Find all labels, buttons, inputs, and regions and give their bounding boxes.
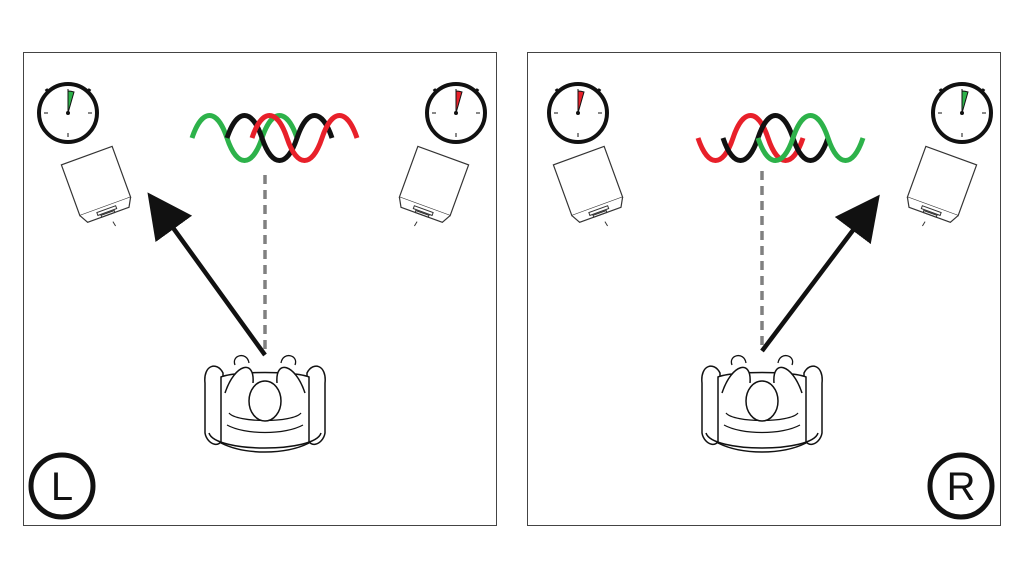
- speaker-icon: [60, 145, 132, 227]
- sine-waves-icon: [189, 113, 360, 163]
- speaker-icon: [906, 145, 978, 227]
- panel-label: R: [927, 452, 995, 520]
- panel-left: L: [23, 52, 497, 526]
- stopwatch-icon: [425, 82, 487, 144]
- stopwatch-icon: [37, 82, 99, 144]
- svg-text:L: L: [51, 465, 73, 509]
- panel-left-diagram: L: [28, 82, 487, 520]
- speaker-icon: [398, 145, 470, 227]
- stopwatch-icon: [931, 82, 993, 144]
- panel-label: L: [28, 452, 96, 520]
- listener-armchair-icon: [204, 355, 326, 453]
- sine-waves-icon: [695, 113, 866, 163]
- panel-right: R: [527, 52, 1001, 526]
- listener-armchair-icon: [701, 355, 823, 453]
- speaker-icon: [552, 145, 624, 227]
- svg-text:R: R: [947, 465, 976, 509]
- direction-arrow-icon: [147, 192, 267, 357]
- panel-right-diagram: R: [547, 82, 995, 520]
- stopwatch-icon: [547, 82, 609, 144]
- direction-arrow-icon: [760, 194, 880, 353]
